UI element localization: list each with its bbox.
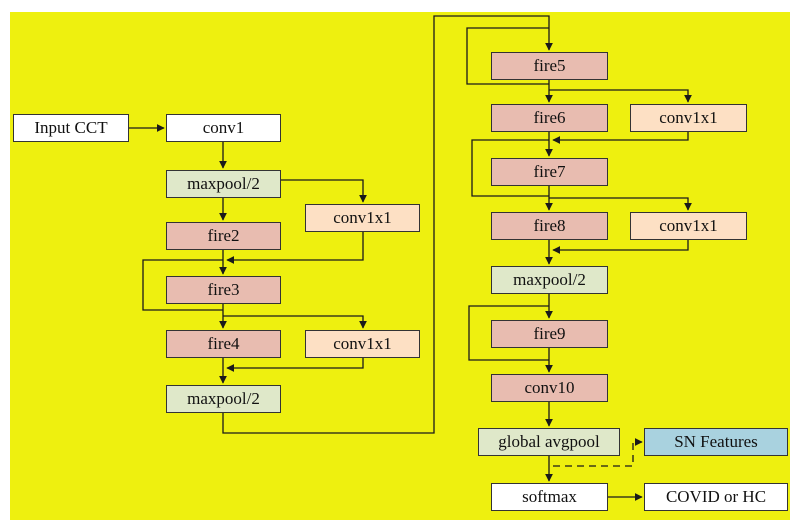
edge-bypass-fire3 xyxy=(142,259,223,311)
edge-bypass-fire7 xyxy=(471,139,549,197)
edge-fire5-conv1x1-c xyxy=(549,89,692,103)
output-node: COVID or HC xyxy=(644,483,788,511)
fire3-label: fire3 xyxy=(207,280,240,299)
fire8-node: fire8 xyxy=(491,212,608,240)
conv1x1-d-node: conv1x1 xyxy=(630,212,747,240)
maxpool-b-label: maxpool/2 xyxy=(187,389,260,408)
conv1x1-d-label: conv1x1 xyxy=(659,216,718,235)
softmax-node: softmax xyxy=(491,483,608,511)
fire7-label: fire7 xyxy=(533,162,566,181)
conv1x1-b-label: conv1x1 xyxy=(333,334,392,353)
maxpool-a-label: maxpool/2 xyxy=(187,174,260,193)
edge-fire7-conv1x1-d xyxy=(549,197,692,211)
fire2-node: fire2 xyxy=(166,222,281,250)
sn-features-label: SN Features xyxy=(674,432,758,451)
input-cct-node: Input CCT xyxy=(13,114,129,142)
edge-gap-sn-features xyxy=(553,438,643,467)
input-cct-label: Input CCT xyxy=(34,118,108,137)
edge-maxpool-conv1x1-a xyxy=(281,179,367,203)
edge-bypass-fire5 xyxy=(466,27,549,85)
edge-fire3-conv1x1-b xyxy=(223,315,367,329)
edge-conv1x1-c-merge xyxy=(552,132,689,144)
conv1x1-a-label: conv1x1 xyxy=(333,208,392,227)
maxpool-c-label: maxpool/2 xyxy=(513,270,586,289)
fire2-label: fire2 xyxy=(207,226,240,245)
edge-conv1x1-b-merge xyxy=(226,358,364,372)
maxpool-c-node: maxpool/2 xyxy=(491,266,608,294)
fire7-node: fire7 xyxy=(491,158,608,186)
conv1x1-c-label: conv1x1 xyxy=(659,108,718,127)
edge-bypass-fire9 xyxy=(468,305,549,361)
edge-conv1x1-d-merge xyxy=(552,240,689,254)
conv1-node: conv1 xyxy=(166,114,281,142)
fire5-label: fire5 xyxy=(533,56,566,75)
fire4-node: fire4 xyxy=(166,330,281,358)
output-label: COVID or HC xyxy=(665,487,767,506)
fire6-node: fire6 xyxy=(491,104,608,132)
fire6-label: fire6 xyxy=(533,108,566,127)
global-avgpool-node: global avgpool xyxy=(478,428,620,456)
fire8-label: fire8 xyxy=(533,216,566,235)
fire9-label: fire9 xyxy=(533,324,566,343)
sn-features-node: SN Features xyxy=(644,428,788,456)
softmax-label: softmax xyxy=(522,487,577,506)
maxpool-a-node: maxpool/2 xyxy=(166,170,281,198)
edge-conv1x1-a-merge xyxy=(226,232,364,264)
fire4-label: fire4 xyxy=(207,334,240,353)
conv10-node: conv10 xyxy=(491,374,608,402)
fire5-node: fire5 xyxy=(491,52,608,80)
conv1x1-a-node: conv1x1 xyxy=(305,204,420,232)
conv1x1-c-node: conv1x1 xyxy=(630,104,747,132)
conv1-label: conv1 xyxy=(202,118,245,137)
diagram-edges xyxy=(129,15,692,501)
conv10-label: conv10 xyxy=(524,378,575,397)
conv1x1-b-node: conv1x1 xyxy=(305,330,420,358)
maxpool-b-node: maxpool/2 xyxy=(166,385,281,413)
global-avgpool-label: global avgpool xyxy=(498,432,600,451)
fire3-node: fire3 xyxy=(166,276,281,304)
fire9-node: fire9 xyxy=(491,320,608,348)
edge-cross-columns xyxy=(222,15,553,434)
